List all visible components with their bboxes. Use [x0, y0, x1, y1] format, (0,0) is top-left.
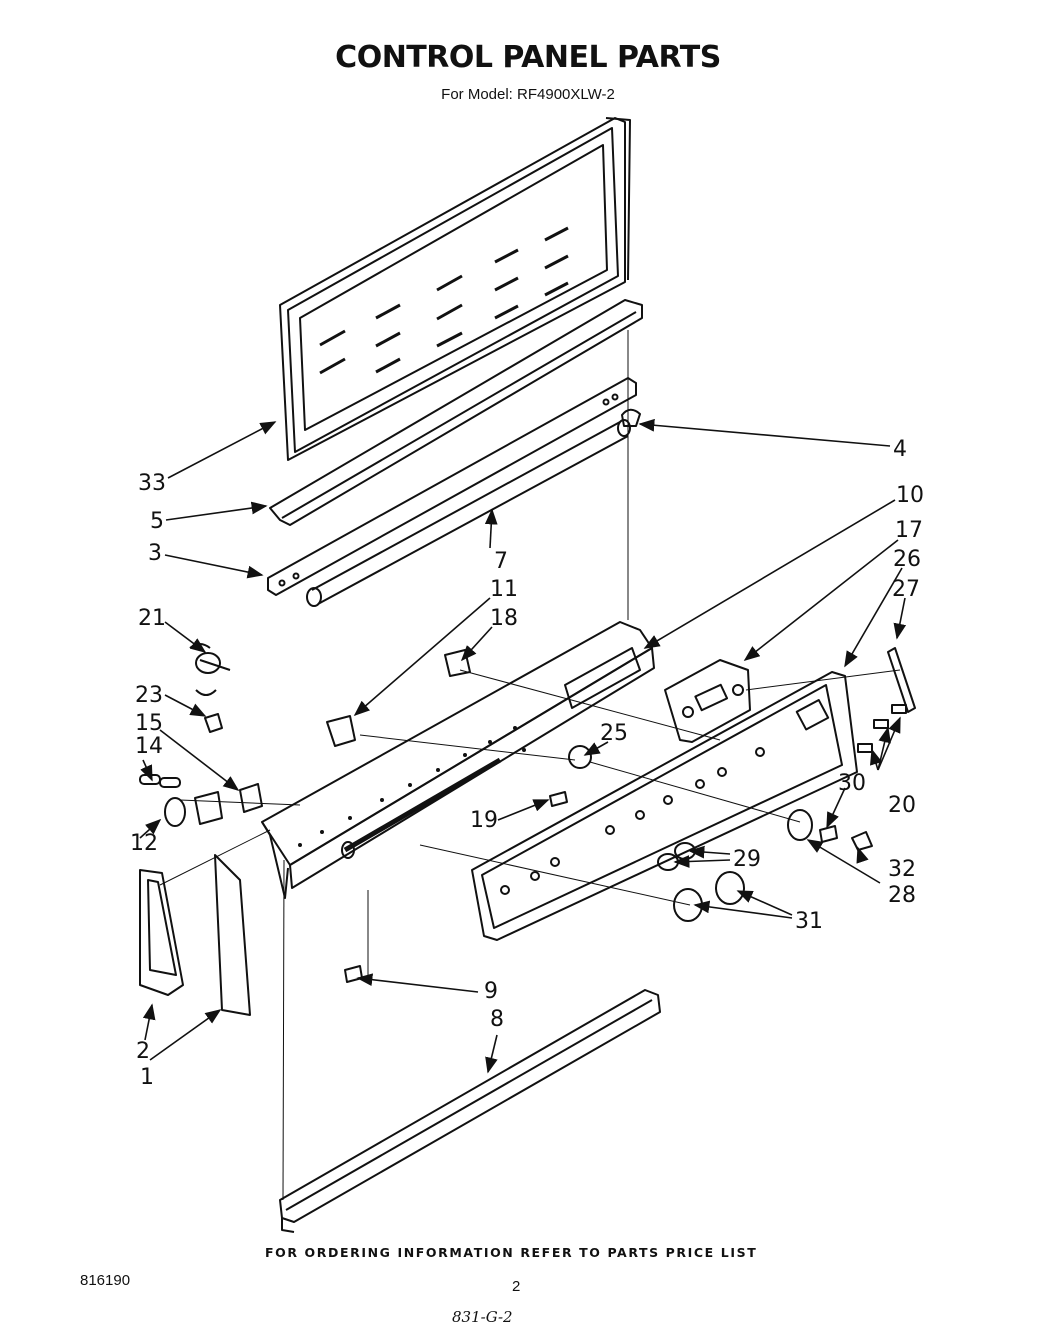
end-cap-panel — [214, 854, 251, 1016]
callout-10: 9 — [484, 979, 498, 1004]
callout-21: 21 — [138, 606, 166, 631]
callout-3: 3 — [148, 541, 162, 566]
callout-9: 10 — [896, 483, 924, 508]
switch-block — [326, 715, 356, 747]
trim-strip — [269, 299, 643, 526]
lamp-socket — [204, 713, 223, 733]
callout-33: 33 — [138, 471, 166, 496]
control-knobs — [673, 871, 745, 922]
callout-19: 20 — [888, 793, 916, 818]
end-cap-frame — [139, 869, 184, 996]
callout-1: 1 — [140, 1065, 154, 1090]
gasket-ring — [568, 745, 592, 769]
callout-5: 7 — [494, 549, 508, 574]
retaining-clips — [857, 704, 907, 753]
callout-20: 19 — [470, 808, 498, 833]
callout-28: 28 — [888, 883, 916, 908]
callout-17: 17 — [895, 518, 923, 543]
ordering-note: FOR ORDERING INFORMATION REFER TO PARTS … — [265, 1245, 758, 1260]
selector-knob-assembly — [787, 809, 873, 851]
callout-25: 25 — [600, 721, 628, 746]
callout-18: 18 — [490, 606, 518, 631]
indicator-light — [189, 643, 231, 696]
callout-11: 11 — [490, 577, 518, 602]
backguard-panel — [279, 117, 631, 461]
knob-inserts — [657, 842, 696, 871]
callout-30: 30 — [838, 771, 866, 796]
callout-14: 14 — [135, 734, 163, 759]
spacer-pair — [139, 774, 181, 788]
callout-4: 4 — [893, 437, 907, 462]
control-panel-plate — [471, 671, 858, 941]
side-trim-bar — [887, 647, 916, 713]
switch-bracket — [444, 649, 471, 677]
mounting-screw — [549, 791, 568, 807]
model-subtitle: For Model: RF4900XLW-2 — [441, 86, 615, 103]
handwritten-code: 831-G-2 — [452, 1308, 513, 1326]
receptacle-assembly — [164, 791, 223, 827]
callout-15: 15 — [135, 711, 163, 736]
callout-26: 26 — [893, 547, 921, 572]
callout-31: 32 — [888, 857, 916, 882]
mounting-bracket — [267, 377, 637, 596]
callout-27: 27 — [892, 577, 920, 602]
lower-trim-strip — [279, 989, 661, 1233]
callout-32: 31 — [795, 909, 823, 934]
clock-timer — [664, 659, 751, 743]
lamp-holder — [621, 408, 641, 427]
callout-12: 12 — [130, 831, 158, 856]
page-title: CONTROL PANEL PARTS — [335, 40, 721, 75]
console-panel — [261, 621, 655, 899]
fluorescent-tube — [306, 419, 631, 607]
callout-29: 29 — [733, 847, 761, 872]
callout-2: 2 — [136, 1039, 150, 1064]
infinite-switch — [239, 783, 263, 813]
callout-8: 8 — [490, 1007, 504, 1032]
callout-23: 23 — [135, 683, 163, 708]
screw-10 — [344, 965, 363, 983]
document-number: 816190 — [80, 1272, 131, 1289]
page-number: 2 — [512, 1278, 521, 1295]
callout-7: 5 — [150, 509, 164, 534]
